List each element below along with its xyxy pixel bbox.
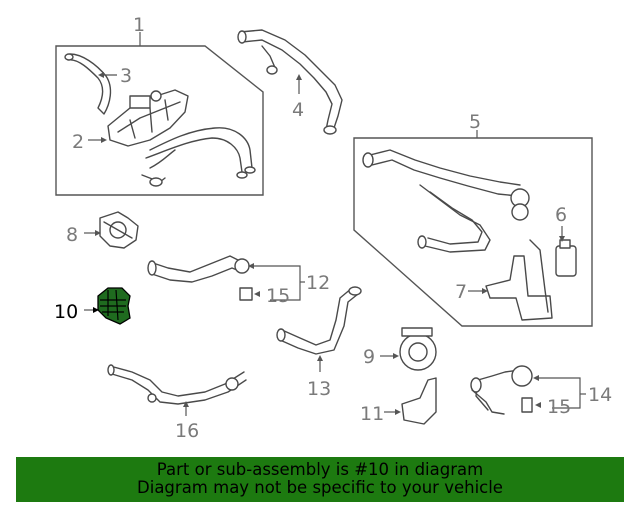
callout-10[interactable]: 10 — [54, 301, 78, 323]
callout-12[interactable]: 12 — [306, 272, 330, 294]
parts-diagram: 1 3 2 4 5 — [54, 14, 612, 442]
banner-line-2: Diagram may not be specific to your vehi… — [137, 478, 503, 497]
callout-5[interactable]: 5 — [469, 111, 481, 133]
assembly-box-5: 5 — [353, 111, 593, 327]
callout-9[interactable]: 9 — [363, 346, 375, 368]
callout-7[interactable]: 7 — [455, 281, 467, 303]
part-1-hoses[interactable] — [141, 127, 256, 187]
part-2-valve[interactable] — [107, 89, 189, 147]
part-7-bracket[interactable] — [485, 239, 553, 321]
callout-4[interactable]: 4 — [292, 99, 304, 121]
part-9-pump[interactable] — [399, 327, 437, 371]
part-13-hose[interactable] — [276, 286, 362, 355]
callout-3[interactable]: 3 — [120, 65, 132, 87]
callout-6[interactable]: 6 — [555, 204, 567, 226]
part-16-tube[interactable] — [107, 364, 247, 405]
part-10-hose-highlighted[interactable] — [97, 287, 131, 325]
part-12-hose[interactable] — [147, 255, 250, 283]
callout-15a[interactable]: 15 — [266, 285, 290, 307]
part-6-sensor[interactable] — [555, 239, 577, 277]
part-8-valve[interactable] — [99, 211, 139, 249]
callout-14[interactable]: 14 — [588, 384, 612, 406]
callout-1[interactable]: 1 — [133, 14, 145, 36]
callout-16[interactable]: 16 — [175, 420, 199, 442]
callout-11[interactable]: 11 — [360, 403, 384, 425]
callout-8[interactable]: 8 — [66, 224, 78, 246]
part-5-hoses[interactable] — [362, 149, 530, 253]
part-15-clamp-a[interactable] — [239, 287, 253, 301]
assembly-box-1: 1 — [55, 14, 264, 196]
callout-2[interactable]: 2 — [72, 131, 84, 153]
part-3-hose[interactable] — [64, 53, 112, 115]
info-banner: Part or sub-assembly is #10 in diagram D… — [16, 457, 624, 502]
banner-line-1: Part or sub-assembly is #10 in diagram — [156, 460, 484, 479]
callout-13[interactable]: 13 — [307, 378, 331, 400]
part-4-tube[interactable] — [237, 29, 343, 135]
part-11-bracket[interactable] — [401, 377, 437, 425]
part-14-hose[interactable] — [470, 365, 533, 415]
part-15-clamp-b[interactable] — [521, 397, 533, 413]
callout-15b[interactable]: 15 — [547, 396, 571, 418]
